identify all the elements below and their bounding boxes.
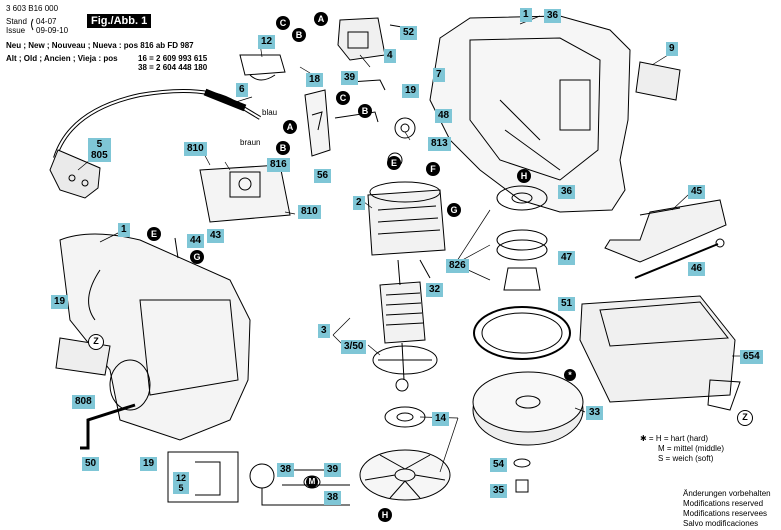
part-810-a: 810: [184, 142, 207, 156]
callout-b-top: B: [292, 28, 306, 42]
part-36-top: 36: [544, 9, 562, 23]
part-38-a: 38: [277, 463, 295, 477]
armature: [379, 281, 426, 344]
part-826: 826: [446, 259, 469, 273]
part-3: 3: [318, 324, 330, 338]
footer-line-2: Modifications reserved: [683, 499, 764, 508]
legend-hard: ✱ = H = hart (hard): [640, 434, 709, 443]
part-36-mid: 36: [558, 185, 576, 199]
part-12-5: 12 5: [173, 472, 190, 494]
part-18: 18: [306, 73, 324, 87]
callout-z-left: Z: [88, 334, 104, 350]
figure-label: Fig./Abb. 1: [87, 14, 152, 28]
switch: [337, 17, 386, 61]
callout-e-left: E: [147, 227, 161, 241]
issue-value: 09-09-10: [36, 26, 69, 35]
part-808: 808: [72, 395, 95, 409]
callout-e-top: E: [387, 156, 401, 170]
part-45: 45: [688, 185, 706, 199]
part-3-50: 3/50: [341, 340, 367, 354]
housing-half-left: [59, 233, 251, 441]
part-56: 56: [314, 169, 332, 183]
legend-middle: M = mittel (middle): [658, 444, 725, 453]
footer-line-3: Modifications reservees: [683, 509, 768, 518]
wire-label-braun: braun: [240, 138, 261, 147]
part-7: 7: [433, 68, 445, 82]
part-39-b: 39: [324, 463, 342, 477]
part-6: 6: [236, 83, 248, 97]
dust-box: [579, 295, 736, 403]
part-39: 39: [341, 71, 359, 85]
stand-value: 04-07: [36, 17, 57, 26]
part-52: 52: [400, 26, 418, 40]
callout-f-top: F: [426, 162, 440, 176]
part-32: 32: [426, 283, 444, 297]
part-50: 50: [82, 457, 100, 471]
part-19-bottom: 19: [140, 457, 158, 471]
callout-c-top: C: [276, 16, 290, 30]
callout-a-mid: A: [283, 120, 297, 134]
callout-h-bottom: H: [378, 508, 392, 522]
part-4: 4: [384, 49, 396, 63]
auxiliary-handle: [604, 199, 727, 263]
callout-b-low: B: [276, 141, 290, 155]
callout-z-right: Z: [737, 410, 753, 426]
callout-g-top: G: [447, 203, 461, 217]
wire-label-blau: blau: [262, 108, 278, 117]
part-9: 9: [666, 42, 678, 56]
old-parts-line-1: 16 = 2 609 993 615: [138, 54, 208, 63]
old-parts-line-2: 38 = 2 604 448 180: [138, 63, 208, 72]
doc-number: 3 603 B16 000: [6, 4, 59, 13]
motor-housing-half: [429, 15, 631, 213]
seal-ring: [473, 306, 571, 360]
part-44: 44: [187, 234, 205, 248]
part-12: 12: [258, 35, 276, 49]
new-parts-line: Neu ; New ; Nouveau ; Nueva : pos 816 ab…: [6, 41, 194, 50]
issue-label: Issue: [6, 26, 26, 35]
callout-h-top: H: [517, 169, 531, 183]
fan: [359, 449, 451, 501]
part-43: 43: [207, 229, 225, 243]
callout-c-mid: C: [336, 91, 350, 105]
part-54: 54: [490, 458, 508, 472]
part-51: 51: [558, 297, 576, 311]
part-48: 48: [435, 109, 453, 123]
part-33: 33: [586, 406, 604, 420]
part-35: 35: [490, 484, 508, 498]
label-plate: [635, 61, 681, 101]
part-813: 813: [428, 137, 451, 151]
part-19-top: 19: [402, 84, 420, 98]
part-14: 14: [432, 412, 450, 426]
callout-g-left: G: [190, 250, 204, 264]
part-654: 654: [740, 350, 763, 364]
callout-b-mid: B: [358, 104, 372, 118]
part-19-left: 19: [51, 295, 69, 309]
part-38-b: 38: [324, 491, 342, 505]
motor-symbol: M: [306, 476, 318, 488]
part-5-805: 5 805: [88, 138, 111, 162]
part-46: 46: [688, 262, 706, 276]
footer-line-1: Änderungen vorbehalten: [683, 489, 771, 498]
legend-soft: S = weich (soft): [658, 454, 714, 463]
part-1-left: 1: [118, 223, 130, 237]
mains-plug: [49, 149, 101, 199]
part-1-housing: 1: [520, 8, 532, 22]
footer-line-4: Salvo modificaciones: [683, 519, 759, 528]
part-816: 816: [267, 158, 290, 172]
part-2: 2: [353, 196, 365, 210]
callout-a-top: A: [314, 12, 328, 26]
part-810-b: 810: [298, 205, 321, 219]
part-47: 47: [558, 251, 576, 265]
callout-star: *: [564, 369, 576, 381]
stand-label: Stand: [6, 17, 27, 26]
field-coil: [367, 189, 446, 256]
old-parts-label: Alt ; Old ; Ancien ; Vieja : pos: [6, 54, 118, 63]
